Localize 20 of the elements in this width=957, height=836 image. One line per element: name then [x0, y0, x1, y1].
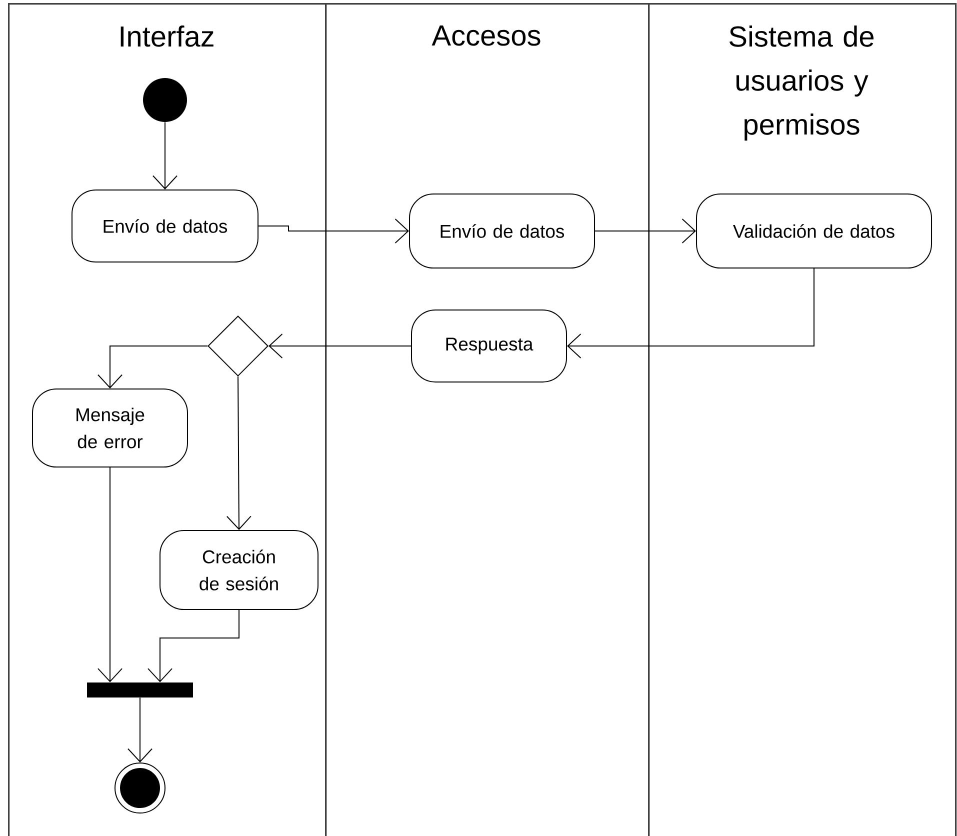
arrow [594, 218, 696, 244]
action-box: Envío de datos [72, 190, 258, 262]
arrow [98, 467, 122, 682]
arrow [98, 346, 208, 388]
action-box: Creación de sesión [160, 530, 318, 610]
action-box: Respuesta [411, 310, 567, 382]
arrow [148, 610, 240, 682]
action-box: Validación de datos [696, 194, 932, 268]
end-node [114, 762, 166, 814]
action-box: Envío de datos [409, 194, 595, 268]
action-box: Mensaje de error [32, 388, 188, 468]
arrow [567, 268, 814, 358]
arrow [258, 218, 409, 244]
arrow [152, 122, 178, 190]
arrow [128, 697, 152, 763]
start-node [143, 78, 187, 122]
decision-diamond [208, 316, 268, 376]
join-bar [87, 682, 193, 698]
arrow [226, 376, 252, 530]
arrow [268, 334, 412, 358]
